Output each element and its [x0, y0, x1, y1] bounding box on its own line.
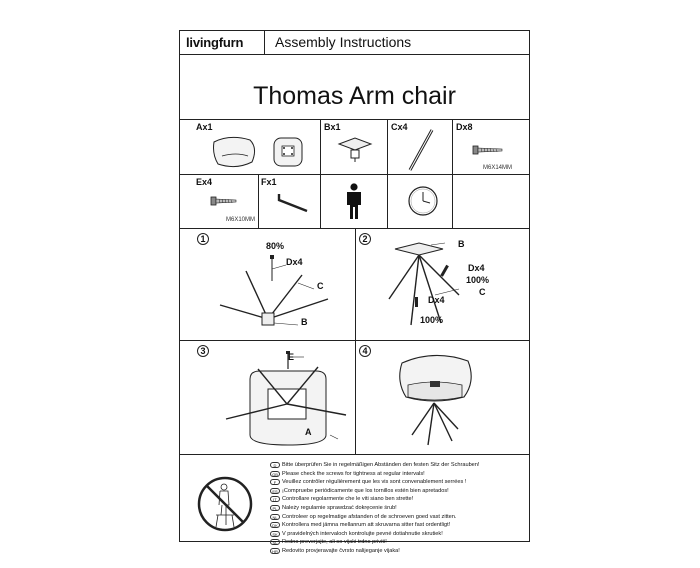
language-badge: D	[270, 462, 280, 468]
step-2-d2-label: Dx4	[428, 295, 445, 305]
divider	[452, 175, 453, 228]
page-title: Assembly Instructions	[275, 34, 412, 50]
note-text: Redovito provjeravajte čvrsto nalijeganj…	[282, 547, 400, 554]
language-badge: PL	[270, 504, 280, 511]
language-badge: GB	[270, 470, 280, 477]
note-text: Controllare regolarmente che le viti sia…	[282, 496, 414, 503]
brand-logo: livingfurn	[186, 35, 244, 50]
step-1-illustration	[218, 255, 329, 326]
steps-row-1: 1 80% Dx4 C B 2	[180, 229, 529, 341]
divider	[320, 120, 321, 174]
clock-icon	[408, 186, 438, 216]
step-3-e-label: E	[288, 352, 295, 362]
note-text: Controleer op regelmatige afstanden of d…	[282, 513, 457, 520]
chair-seat-icon	[213, 136, 303, 168]
language-badge: NL	[270, 513, 280, 520]
steps-row-2: 3 E A 4	[180, 341, 529, 455]
part-label-c: Cx4	[391, 122, 408, 132]
part-label-d: Dx8	[456, 122, 473, 132]
mounting-plate-icon	[337, 137, 373, 162]
language-badge: SK	[270, 530, 280, 537]
step-2-c-label: C	[479, 287, 486, 297]
part-spec-e: M6X10MM	[226, 217, 256, 223]
part-label-f: Fx1	[261, 177, 277, 187]
instruction-sheet: livingfurn Assembly Instructions Thomas …	[179, 30, 530, 554]
step-2-b-label: B	[458, 239, 465, 249]
part-spec-d: M6X14MM	[483, 165, 513, 171]
part-label-b: Bx1	[324, 122, 341, 132]
note-text: Veuillez contrôler régulièrement que les…	[282, 479, 467, 486]
step-1-c-label: C	[317, 281, 324, 291]
step-1-b-label: B	[301, 317, 308, 327]
step-number-1: 1	[197, 233, 209, 245]
product-title: Thomas Arm chair	[253, 82, 456, 110]
divider	[264, 31, 265, 54]
step-number-4: 4	[359, 345, 371, 357]
screw-icon	[472, 145, 503, 155]
divider	[355, 229, 356, 340]
allen-key-icon	[277, 194, 308, 213]
step-number-2: 2	[359, 233, 371, 245]
note-text: Należy regularnie sprawdzać dokręcenie ś…	[282, 504, 397, 511]
step-3-illustration	[225, 351, 347, 446]
no-stand-on-chair-icon	[197, 476, 253, 532]
note-item: ES¡Compruebe periódicamente que los torn…	[270, 487, 525, 496]
language-badge: HR	[270, 547, 280, 554]
step-1-pct-label: 80%	[266, 241, 285, 251]
language-badge: DK	[270, 522, 280, 529]
product-title-row: Thomas Arm chair	[180, 55, 529, 120]
note-text: V pravidelných intervaloch kontrolujte p…	[282, 530, 443, 537]
note-text: Bitte überprüfen Sie in regelmäßigen Abs…	[282, 462, 480, 468]
step-4-chair-illustration	[399, 354, 472, 446]
header-row: livingfurn Assembly Instructions	[180, 31, 529, 55]
note-text: Please check the screws for tightness at…	[282, 470, 425, 477]
step-2-illustration	[388, 242, 460, 326]
note-text: Redno preverjajte, ali so vijaki trdno p…	[282, 539, 387, 546]
step-2-d1-label: Dx4	[468, 263, 485, 273]
language-badge: ES	[270, 487, 280, 494]
part-label-a: Ax1	[196, 122, 213, 132]
divider	[387, 175, 388, 228]
note-text: Kontrollera med jämna mellanrum att skru…	[282, 522, 451, 529]
step-1-d-label: Dx4	[286, 257, 303, 267]
parts-row-1: Ax1 Bx1 Cx4 Dx8 M6X14MM	[180, 120, 529, 175]
divider	[387, 120, 388, 174]
part-label-e: Ex4	[196, 177, 213, 187]
note-text: ¡Compruebe periódicamente que los tornil…	[282, 487, 449, 494]
person-icon	[347, 183, 361, 219]
step-3-a-label: A	[305, 427, 312, 437]
divider	[355, 341, 356, 454]
leg-icon	[408, 129, 434, 171]
step-2-pct1-label: 100%	[466, 275, 490, 285]
language-badge: SL	[270, 539, 280, 546]
divider	[320, 175, 321, 228]
screw-icon	[210, 196, 237, 206]
language-badge: F	[270, 479, 280, 486]
step-2-pct2-label: 100%	[420, 315, 444, 325]
step-number-3: 3	[197, 345, 209, 357]
language-badge: IT	[270, 496, 280, 503]
divider	[452, 120, 453, 174]
parts-row-2: Ex4 M6X10MM Fx1	[180, 175, 529, 229]
divider	[258, 175, 259, 228]
